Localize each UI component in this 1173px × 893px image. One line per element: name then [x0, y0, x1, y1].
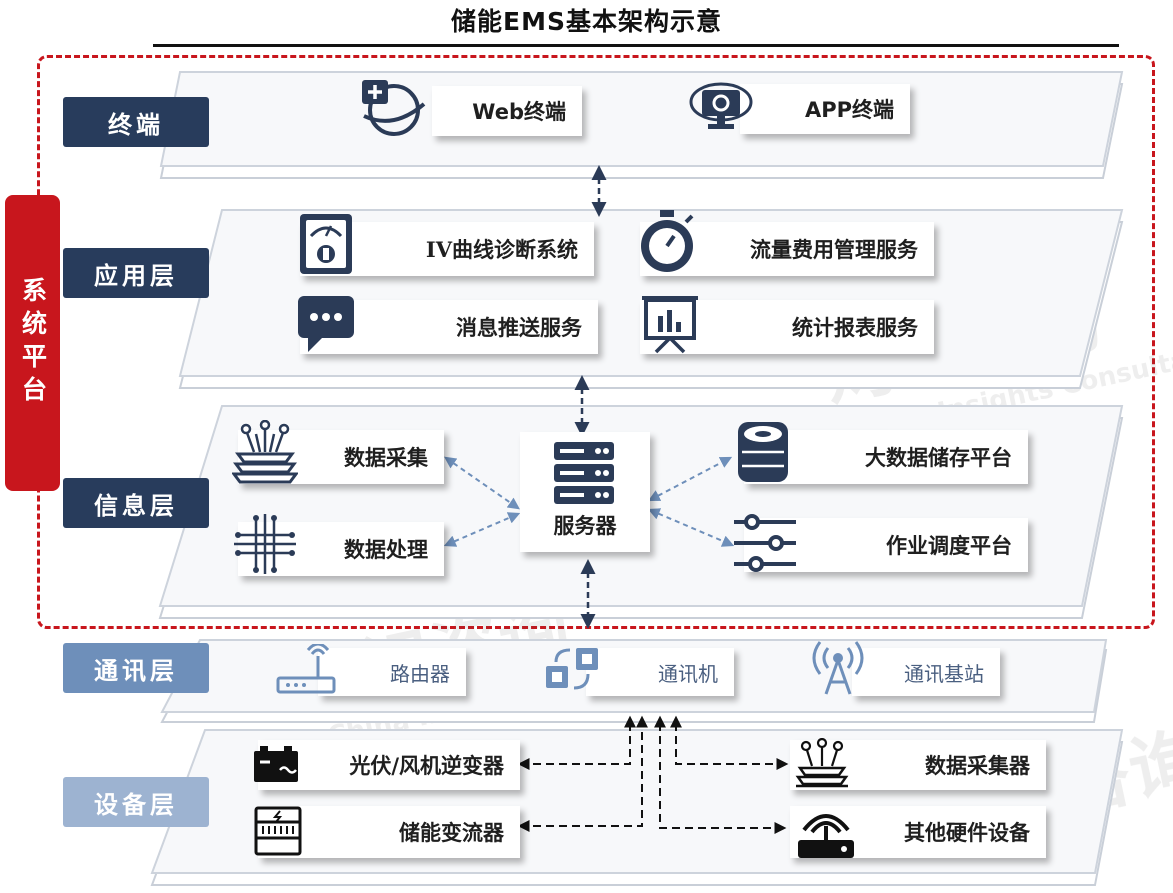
system-platform-tag: 系统平台	[5, 195, 60, 491]
communicator-exchange-icon	[542, 644, 604, 696]
web-globe-icon	[358, 78, 430, 138]
wifi-hardware-icon	[796, 802, 856, 860]
diagram-title: 储能EMS基本架构示意	[451, 7, 722, 36]
terminal-card-app: APP终端	[740, 84, 910, 134]
battery-inverter-icon	[252, 744, 300, 784]
app-card-report: 统计报表服务	[640, 300, 934, 354]
meter-icon	[298, 212, 354, 276]
layer-label-application: 应用层	[63, 248, 209, 298]
presentation-chart-icon	[638, 292, 702, 354]
terminal-platform	[159, 71, 1124, 179]
sliders-settings-icon	[732, 512, 798, 574]
arrow-server-storage	[647, 456, 733, 502]
stopwatch-icon	[636, 208, 698, 276]
arrow-collect-server	[444, 456, 520, 510]
device-card-pcs: 储能变流器	[258, 806, 520, 858]
server-rack-icon	[552, 440, 616, 506]
comm-card-communicator: 通讯机	[586, 648, 734, 696]
layer-label-device: 设备层	[63, 777, 209, 827]
info-card-data-processing: 数据处理	[238, 522, 444, 576]
power-converter-icon	[254, 806, 302, 856]
info-card-big-data-storage: 大数据储存平台	[744, 430, 1028, 484]
terminal-card-web: Web终端	[432, 86, 582, 136]
chat-message-icon	[296, 294, 358, 354]
arrow-process-server	[443, 512, 521, 547]
layer-label-information: 信息层	[63, 478, 209, 528]
layer-label-communication: 通讯层	[63, 643, 209, 693]
layer-label-terminal: 终端	[63, 97, 209, 147]
comm-card-base-station: 通讯基站	[852, 648, 1000, 696]
device-card-inverter: 光伏/风机逆变器	[258, 740, 520, 790]
data-collection-icon	[232, 420, 298, 484]
router-icon	[274, 644, 338, 696]
data-collector-icon	[794, 738, 850, 792]
base-station-icon	[808, 640, 868, 696]
circuit-processor-icon	[232, 512, 298, 576]
device-links	[517, 715, 789, 834]
database-storage-icon	[736, 420, 790, 484]
comm-card-router: 路由器	[318, 648, 466, 696]
title-underline	[153, 44, 1119, 47]
arrow-server-scheduling	[647, 508, 735, 547]
monitor-app-icon	[686, 80, 756, 136]
